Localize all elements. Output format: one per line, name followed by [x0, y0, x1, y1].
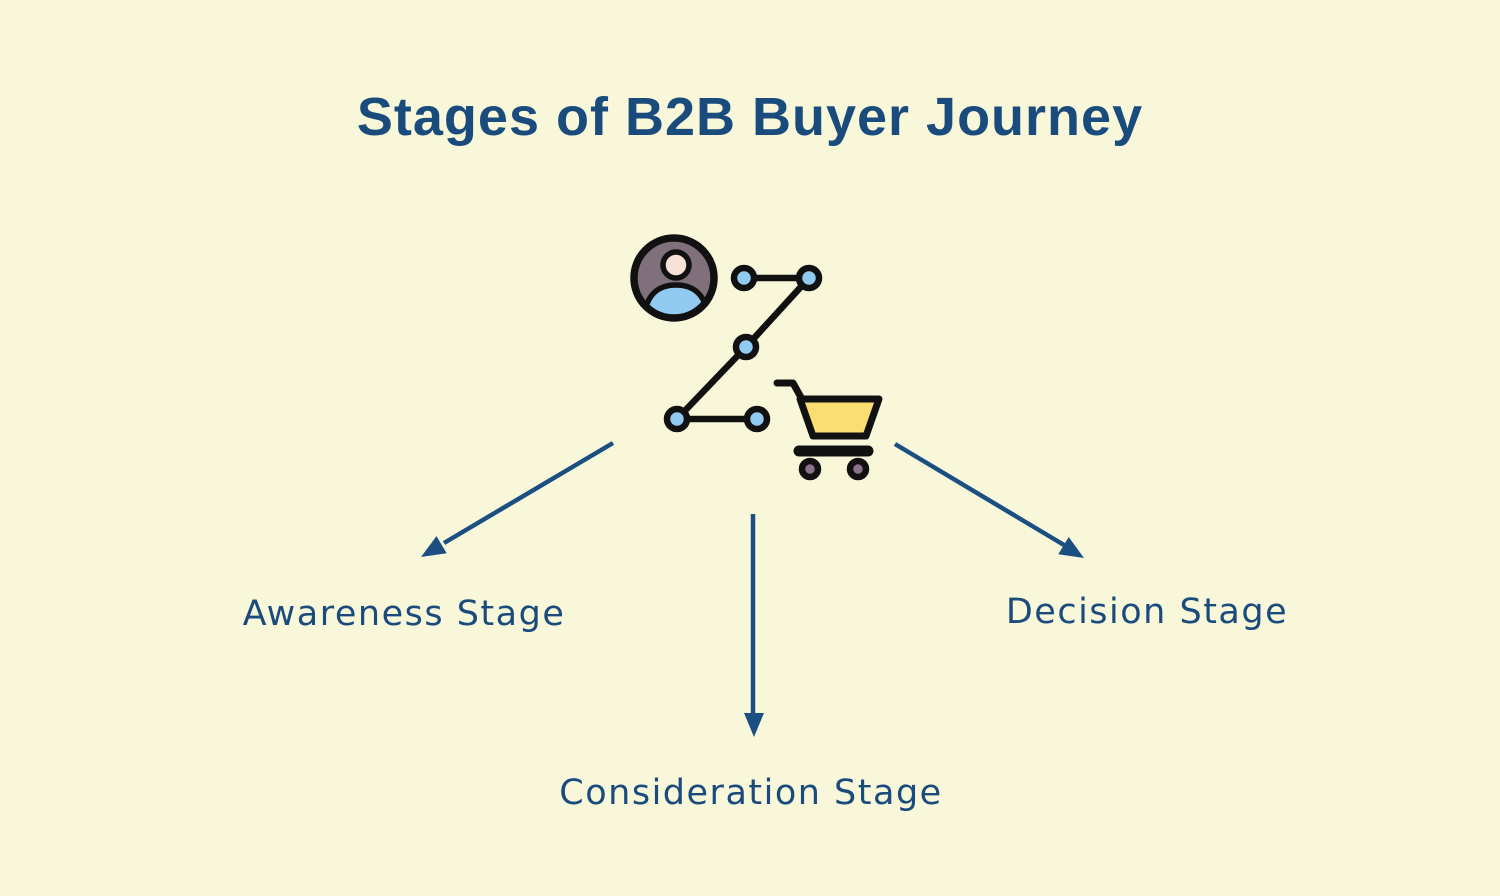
- diagram-title: Stages of B2B Buyer Journey: [356, 87, 1144, 147]
- user-avatar-icon: [630, 234, 718, 322]
- arrow-to-awareness: [421, 441, 615, 557]
- stage-label-decision: Decision Stage: [1005, 592, 1289, 632]
- stage-label-consideration: Consideration Stage: [559, 773, 943, 813]
- arrow-to-consideration: [744, 514, 764, 737]
- arrow-to-decision: [893, 442, 1084, 558]
- shopping-cart-icon: [773, 379, 883, 481]
- journey-path-icon: [663, 264, 823, 433]
- stage-label-awareness: Awareness Stage: [242, 594, 566, 634]
